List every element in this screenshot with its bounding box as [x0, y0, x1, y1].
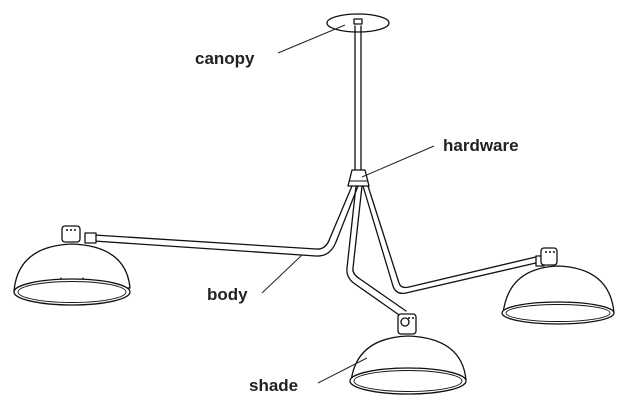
shade-label: shade — [249, 376, 299, 395]
middle-shade — [349, 313, 467, 395]
middle-arm — [346, 185, 407, 318]
hardware-label: hardware — [443, 136, 519, 155]
body-label: body — [207, 285, 248, 304]
shade-leader — [317, 357, 368, 384]
canopy-leader — [277, 24, 346, 54]
stem — [354, 25, 362, 173]
left-arm — [84, 185, 359, 257]
hardware-junction — [347, 169, 370, 187]
canopy-label: canopy — [195, 49, 255, 68]
right-shade — [501, 247, 615, 325]
canopy-plate — [326, 13, 390, 33]
hardware-leader — [361, 145, 435, 178]
left-shade — [13, 225, 131, 306]
right-arm — [362, 185, 545, 294]
body-leader — [261, 254, 303, 294]
